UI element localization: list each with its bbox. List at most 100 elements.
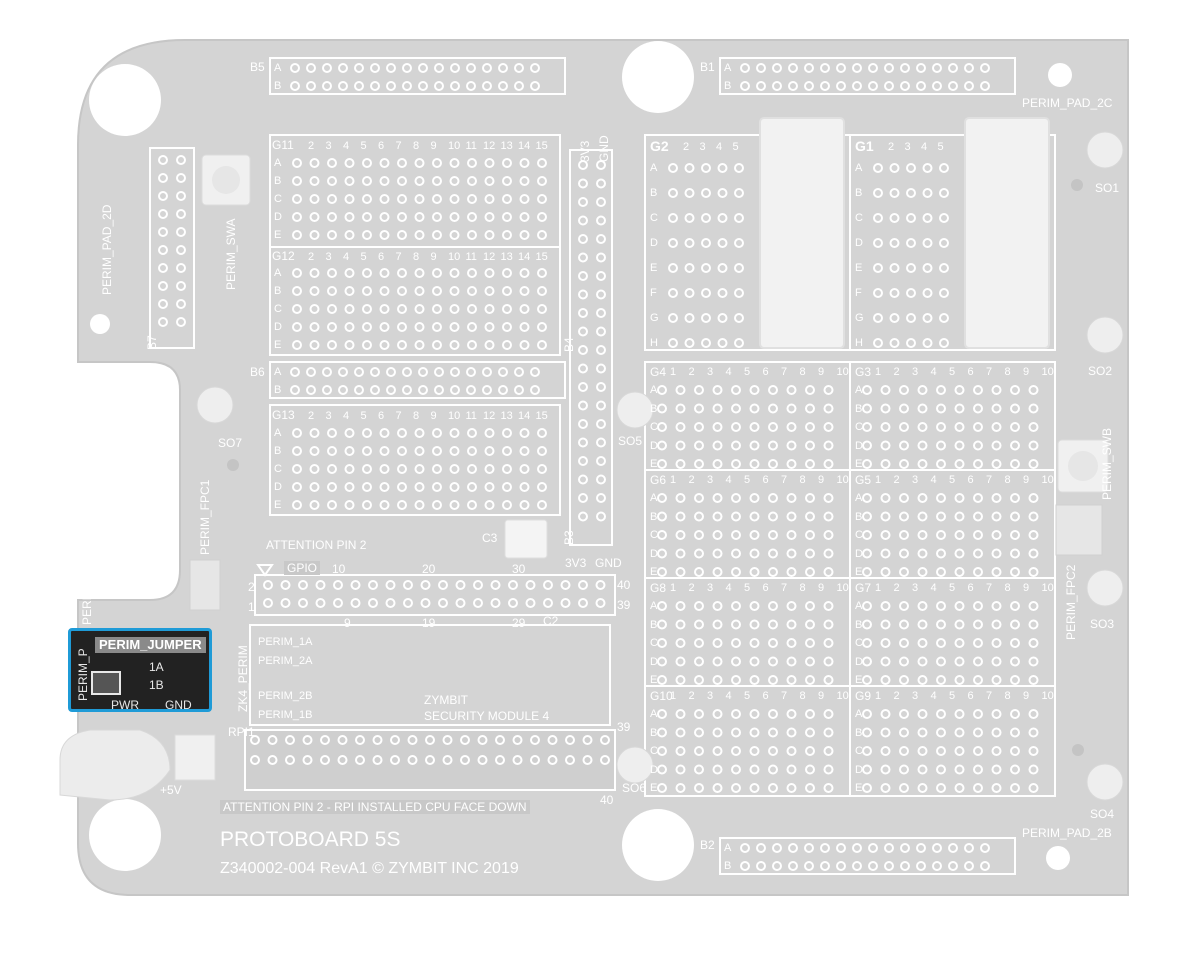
- gpio-hole: [455, 580, 466, 590]
- grid-g5-hole: [1028, 511, 1039, 522]
- grid-g9-hole: [1028, 764, 1039, 775]
- header-b5-hole: [290, 63, 300, 73]
- g12-col-label: 14: [518, 251, 531, 263]
- grid-g13-hole: [519, 464, 530, 474]
- header-b1-hole: [948, 81, 958, 91]
- grid-g1-hole: [889, 288, 900, 298]
- grid-g4-hole: [694, 459, 704, 469]
- rpi-hole: [407, 735, 418, 745]
- g3-col-label: 10: [1041, 366, 1054, 378]
- gpio-hole: [403, 580, 413, 590]
- grid-g11-hole: [467, 230, 477, 240]
- g10-col-label: 8: [799, 690, 806, 702]
- grid-g9-hole: [917, 764, 928, 775]
- grid-g12-hole: [344, 268, 355, 278]
- g8-row-label: C: [650, 637, 658, 649]
- grid-g5-hole: [862, 493, 872, 503]
- grid-g10-hole: [731, 783, 741, 793]
- grid-g11-hole: [484, 212, 495, 222]
- grid-g8-hole: [694, 675, 704, 685]
- grid-g9-hole: [899, 709, 909, 719]
- header-b1-hole: [804, 63, 814, 73]
- grid-g3-hole: [1010, 459, 1020, 469]
- g10-col-label: 7: [781, 690, 788, 702]
- rpi-hole: [460, 755, 470, 765]
- grid-g3-hole: [1028, 422, 1039, 432]
- grid-g3-hole: [917, 385, 928, 395]
- gpio-hole: [595, 598, 606, 608]
- g5-row-label: B: [855, 510, 863, 523]
- rpi-hole: [372, 735, 383, 745]
- grid-g13-hole: [484, 428, 495, 438]
- grid-g5-hole: [973, 567, 983, 577]
- rpi-hole: [337, 735, 348, 745]
- header-b4-hole: [596, 252, 606, 263]
- grid-g9-hole: [1028, 783, 1039, 793]
- header-b1-strip: [719, 57, 1016, 95]
- jumper-block[interactable]: [91, 671, 121, 695]
- grid-g5-hole: [954, 567, 965, 577]
- mount-hole-bl: [89, 799, 161, 871]
- grid-g11-hole: [467, 212, 477, 222]
- grid-g11-hole: [484, 176, 495, 186]
- grid-g10-hole: [694, 783, 704, 793]
- rpi-hole: [495, 755, 505, 765]
- grid-g6-hole: [712, 530, 723, 540]
- header-b4-hole: [596, 493, 606, 503]
- grid-g6-hole: [712, 548, 723, 559]
- g7-row-label: E: [855, 674, 863, 686]
- g11-col-label: 14: [518, 140, 531, 152]
- g5-col-label: 6: [967, 474, 974, 486]
- grid-g1-hole: [922, 188, 933, 198]
- grid-g6-hole: [657, 493, 667, 503]
- grid-g2-hole: [701, 313, 711, 323]
- rpi-hole: [582, 735, 593, 745]
- grid-g3-hole: [899, 459, 909, 469]
- grid-g13-hole: [414, 446, 425, 456]
- attention-arrow: [256, 564, 274, 577]
- grid-g5-label: G5: [855, 473, 872, 487]
- g2-row-label: H: [650, 337, 658, 349]
- grid-g13-label: G13: [272, 408, 295, 422]
- jumper-1a-label: 1A: [149, 660, 164, 674]
- grid-g9-hole: [954, 783, 965, 793]
- grid-g13-hole: [292, 446, 302, 456]
- grid-g12-hole: [379, 340, 390, 350]
- perim-jumper-highlight[interactable]: PERIM_JUMPER PERIM_P 1A 1B PWR GND: [68, 628, 212, 712]
- g11-row-label: C: [274, 193, 282, 205]
- header-b7-hole: [176, 227, 186, 237]
- grid-g7-hole: [1010, 675, 1020, 685]
- grid-g10-hole: [694, 746, 704, 756]
- jumper-gnd-label: GND: [165, 698, 192, 712]
- grid-g3-hole: [862, 422, 872, 432]
- grid-g9-hole: [917, 783, 928, 793]
- grid-g13-hole: [432, 464, 442, 474]
- grid-g11-hole: [309, 212, 320, 222]
- perim-p-label: PERIM_P: [76, 648, 90, 701]
- grid-g10-hole: [786, 709, 797, 719]
- header-b4-strip: [569, 149, 613, 546]
- grid-g7-hole: [1028, 675, 1039, 685]
- grid-g1-hole: [939, 188, 949, 198]
- header-b5-hole: [450, 63, 460, 73]
- gpio-hole: [560, 598, 571, 608]
- grid-g1-hole: [906, 263, 916, 273]
- grid-g4-hole: [768, 422, 778, 432]
- header-b5-hole: [354, 63, 364, 73]
- grid-g1-hole: [889, 163, 900, 173]
- grid-g12-hole: [502, 286, 512, 296]
- grid-g6-hole: [731, 530, 741, 540]
- g13-col-label: 12: [483, 410, 496, 422]
- grid-g6-hole: [768, 493, 778, 503]
- g6-col-label: 2: [688, 474, 695, 486]
- perim-fpc2-label: PERIM_FPC2: [1064, 564, 1078, 640]
- pad-2c: [1048, 63, 1072, 87]
- grid-g12-hole: [414, 322, 425, 332]
- g9-col-label: 6: [967, 690, 974, 702]
- grid-g5-hole: [880, 511, 891, 522]
- grid-g5-hole: [917, 511, 928, 522]
- grid-g6-hole: [823, 567, 834, 577]
- grid-g9-hole: [880, 709, 891, 719]
- grid-g3-hole: [880, 459, 891, 469]
- header-b6-hole: [450, 385, 460, 395]
